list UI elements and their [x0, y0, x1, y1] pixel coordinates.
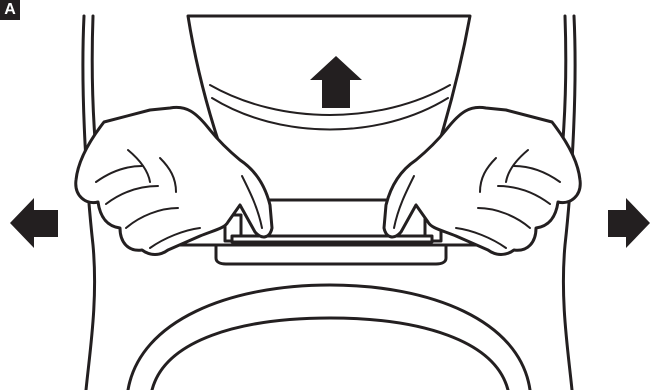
arrow-left-icon	[10, 198, 58, 248]
arrow-right-icon	[608, 198, 650, 248]
toilet-seat-ring	[128, 285, 530, 390]
